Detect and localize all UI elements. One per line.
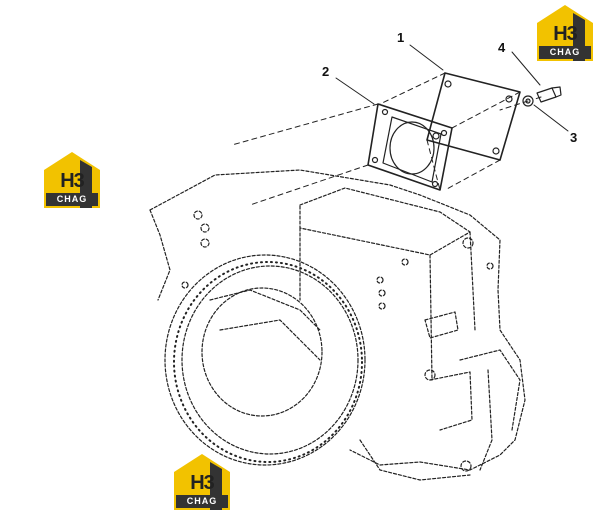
watermark-logo: H3 CHAG <box>170 452 234 514</box>
explosion-lines <box>231 72 542 206</box>
logo-mark: H3 <box>553 23 578 45</box>
watermark-logo: H3 CHAG <box>40 150 104 212</box>
cover-plate-part-1 <box>426 72 521 161</box>
callout-4: 4 <box>498 40 506 55</box>
callout-1: 1 <box>397 30 404 45</box>
bolt-part-4 <box>536 86 562 103</box>
logo-caption: CHAG <box>46 193 98 206</box>
gasket-part-2 <box>367 103 453 191</box>
callout-leaders <box>335 44 569 132</box>
logo-caption: CHAG <box>539 46 591 59</box>
callout-2: 2 <box>322 64 329 79</box>
washer-part-3 <box>522 95 534 107</box>
logo-mark: H3 <box>60 170 85 192</box>
watermark-logo: H3 CHAG <box>533 3 597 65</box>
callout-3: 3 <box>570 130 577 145</box>
flywheel-housing <box>149 169 526 481</box>
logo-caption: CHAG <box>176 495 228 508</box>
logo-mark: H3 <box>190 472 215 494</box>
